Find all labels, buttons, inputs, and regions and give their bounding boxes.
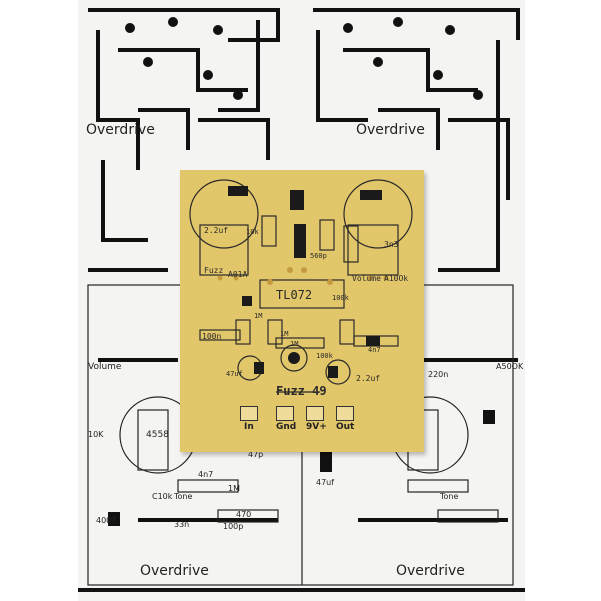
pot-label-a01a: A01A: [228, 270, 248, 279]
schematic-sheet: Overdrive Overdrive Overdrive Overdrive …: [78, 0, 525, 601]
pad-label-out: Out: [336, 422, 355, 432]
pad-in: [240, 406, 258, 421]
schematic-label-220n: 220n: [428, 370, 449, 379]
schematic-label-4n7: 4n7: [198, 470, 214, 479]
pad-label-in: In: [244, 422, 254, 432]
ic-label: TL072: [276, 288, 313, 302]
schematic-label-4558: 4558: [146, 430, 169, 440]
tone-label-left: Tone: [174, 492, 193, 501]
schematic-label-47uf: 47uf: [316, 478, 335, 487]
schematic-label-a500k: A50OK: [496, 362, 524, 371]
pad-label-9v: 9V+: [306, 422, 327, 432]
component-100k-a: 100k: [316, 352, 333, 360]
component-2-2uf-bottom: 2.2uf: [356, 374, 381, 383]
component-100k-b: 100k: [332, 294, 349, 302]
schematic-label-1m: 1M: [228, 484, 240, 493]
component-1m-b: 1M: [254, 312, 263, 320]
pot-label-a100k: A10Ok: [384, 274, 409, 283]
pot-label-volume: Volume: [352, 274, 381, 283]
overdrive-label-bottom-left: Overdrive: [140, 563, 209, 579]
tone-label-right: Tone: [440, 492, 459, 501]
component-3n3: 3n3: [384, 240, 399, 249]
pad-out: [336, 406, 354, 421]
overdrive-label-top-right: Overdrive: [356, 122, 425, 138]
component-2-2uf-top: 2.2uf: [204, 226, 229, 235]
component-4n7: 4n7: [368, 346, 381, 354]
schematic-label-100p: 100p: [223, 522, 244, 531]
pcb-board: TL072 Fuzz 49 Fuzz Volume A10Ok A01A 2.2…: [180, 170, 424, 452]
schematic-label-33n: 33n: [174, 520, 190, 529]
schematic-label-10k: 10K: [88, 430, 104, 439]
component-47uf: 47uf: [226, 370, 243, 378]
pad-9v: [306, 406, 324, 421]
component-10k-a: 10k: [246, 228, 259, 236]
overdrive-label-top-left: Overdrive: [86, 122, 155, 138]
background-right: [525, 0, 601, 601]
overdrive-label-bottom-right: Overdrive: [396, 563, 465, 579]
schematic-label-4007: 4007: [96, 516, 117, 525]
pot-label-fuzz: Fuzz: [204, 266, 224, 275]
component-1m-c: 1M: [290, 340, 299, 348]
schematic-label-470: 470: [236, 510, 252, 519]
background-left: [0, 0, 78, 601]
component-100n: 100n: [202, 332, 222, 341]
pad-gnd: [276, 406, 294, 421]
board-title: Fuzz 49: [276, 384, 327, 398]
schematic-label-47p: 47p: [248, 450, 264, 459]
component-560p-top: 560p: [310, 252, 327, 260]
pcb-silkscreen: [189, 179, 413, 393]
volume-label-schematic: Volume: [88, 362, 122, 372]
pad-label-gnd: Gnd: [276, 422, 297, 432]
schematic-label-c10k: C10k: [152, 492, 173, 501]
component-1m-a: 1M: [280, 330, 289, 338]
